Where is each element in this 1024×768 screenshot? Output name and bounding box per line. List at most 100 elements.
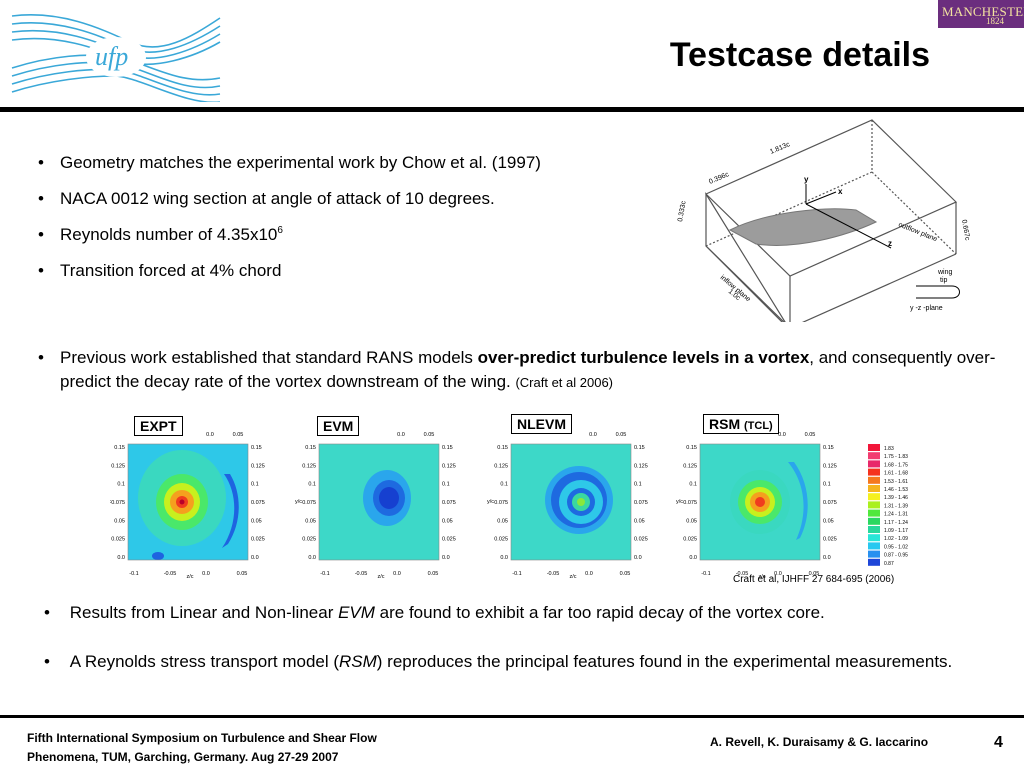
- x-tick-label: -0.05: [355, 571, 368, 577]
- y-tick-label: 0.15: [114, 445, 125, 451]
- x-tick-label: 0.05: [616, 432, 627, 438]
- x-tick-label: -0.1: [320, 571, 329, 577]
- legend-entry: 0.87 - 0.95: [884, 553, 908, 559]
- y-tick-label: 0.125: [634, 463, 648, 469]
- svg-text:1.813c: 1.813c: [769, 141, 792, 156]
- legend-swatch: [868, 558, 880, 566]
- y-tick-label: 0.1: [442, 482, 450, 488]
- y-tick-label: 0.1: [634, 482, 642, 488]
- y-tick-label: 0.0: [689, 555, 697, 561]
- y-tick-label: 0.15: [251, 445, 262, 451]
- bullet-transition: Transition forced at 4% chord: [38, 261, 648, 297]
- x-tick-label: -0.05: [736, 571, 749, 577]
- x-tick-label: 0.0: [774, 571, 782, 577]
- vortex-core: [577, 498, 585, 506]
- manchester-logo: MANCHESTER 1824: [938, 0, 1024, 28]
- y-tick-label: 0.0: [500, 555, 508, 561]
- svg-text:x: x: [838, 187, 843, 196]
- x-axis-label: z/c: [758, 574, 765, 580]
- contour-band: [222, 474, 239, 548]
- colour-legend: 1.831.75 - 1.831.68 - 1.751.61 - 1.681.5…: [868, 444, 908, 567]
- plot-label-rsm: RSM (TCL): [703, 414, 779, 434]
- y-tick-label: 0.125: [494, 463, 508, 469]
- svg-text:wing: wing: [937, 269, 953, 276]
- legend-entry: 1.75 - 1.83: [884, 454, 908, 460]
- legend-swatch: [868, 526, 880, 533]
- legend-swatch: [868, 542, 880, 550]
- footer-authors: A. Revell, K. Duraisamy & G. Iaccarino: [710, 735, 929, 749]
- x-tick-label: 0.05: [233, 432, 244, 438]
- legend-swatch: [868, 476, 880, 484]
- y-axis-label: y/c: [487, 499, 494, 505]
- svg-text:0.333c: 0.333c: [677, 200, 688, 222]
- svg-text:tip: tip: [940, 277, 948, 284]
- legend-swatch: [868, 501, 880, 509]
- y-tick-label: 0.05: [251, 518, 262, 524]
- plot-frame: [699, 443, 821, 561]
- x-tick-label: -0.05: [547, 571, 560, 577]
- svg-text:z: z: [888, 239, 892, 248]
- plot-label-expt: EXPT: [134, 416, 183, 436]
- contour-band: [788, 462, 808, 540]
- svg-text:y: y: [804, 175, 809, 184]
- y-tick-label: 0.075: [634, 500, 648, 506]
- y-tick-label: 0.075: [823, 500, 837, 506]
- y-tick-label: 0.0: [308, 555, 316, 561]
- svg-text:ufp: ufp: [95, 42, 128, 71]
- bullet-reynolds: Reynolds number of 4.35x106: [38, 225, 648, 261]
- svg-text:0.667c: 0.667c: [960, 219, 971, 241]
- top-divider: [0, 107, 1024, 112]
- y-tick-label: 0.125: [251, 463, 265, 469]
- x-tick-label: -0.1: [129, 571, 138, 577]
- bottom-divider: [0, 715, 1024, 718]
- y-tick-label: 0.15: [634, 445, 645, 451]
- x-tick-label: 0.0: [585, 571, 593, 577]
- vortex-core: [179, 499, 185, 505]
- legend-entry: 0.87: [884, 561, 894, 567]
- y-axis-label: y/c: [676, 499, 683, 505]
- legend-swatch: [868, 485, 880, 492]
- legend-entry: 1.24 - 1.31: [884, 512, 908, 518]
- x-axis-label: z/c: [186, 574, 193, 580]
- y-tick-label: 0.1: [689, 482, 697, 488]
- y-tick-label: 0.025: [683, 537, 697, 543]
- legend-entry: 1.39 - 1.46: [884, 495, 908, 501]
- y-tick-label: 0.05: [686, 518, 697, 524]
- y-tick-label: 0.15: [497, 445, 508, 451]
- y-tick-label: 0.1: [823, 482, 831, 488]
- x-tick-label: 0.05: [809, 571, 820, 577]
- y-tick-label: 0.125: [683, 463, 697, 469]
- x-tick-label: 0.05: [620, 571, 631, 577]
- plot-label-nlevm: NLEVM: [511, 414, 572, 434]
- y-tick-label: 0.1: [251, 482, 259, 488]
- x-tick-label: 0.0: [778, 432, 786, 438]
- y-tick-label: 0.0: [117, 555, 125, 561]
- y-tick-label: 0.075: [494, 500, 508, 506]
- y-tick-label: 0.075: [111, 500, 125, 506]
- x-tick-label: 0.05: [237, 571, 248, 577]
- y-tick-label: 0.05: [305, 518, 316, 524]
- y-tick-label: 0.075: [442, 500, 456, 506]
- legend-entry: 1.53 - 1.61: [884, 479, 908, 485]
- plot-frame: [318, 443, 440, 561]
- legend-entry: 1.61 - 1.68: [884, 471, 908, 477]
- x-tick-label: 0.0: [397, 432, 405, 438]
- y-tick-label: 0.125: [111, 463, 125, 469]
- y-tick-label: 0.15: [823, 445, 834, 451]
- x-tick-label: 0.0: [202, 571, 210, 577]
- legend-swatch: [868, 550, 880, 558]
- legend-entry: 1.83: [884, 446, 894, 452]
- svg-text:y -z -plane: y -z -plane: [910, 305, 943, 312]
- y-tick-label: 0.15: [686, 445, 697, 451]
- legend-entry: 1.09 - 1.17: [884, 528, 908, 534]
- y-tick-label: 0.1: [500, 482, 508, 488]
- y-tick-label: 0.05: [497, 518, 508, 524]
- y-tick-label: 0.025: [111, 537, 125, 543]
- legend-swatch: [868, 493, 880, 501]
- x-tick-label: 0.0: [206, 432, 214, 438]
- y-tick-label: 0.125: [823, 463, 837, 469]
- contour-plots: 0.15 0.15 0.125 0.125 0.1 0.1 0.075 0.075 0.05 0.…: [110, 432, 837, 580]
